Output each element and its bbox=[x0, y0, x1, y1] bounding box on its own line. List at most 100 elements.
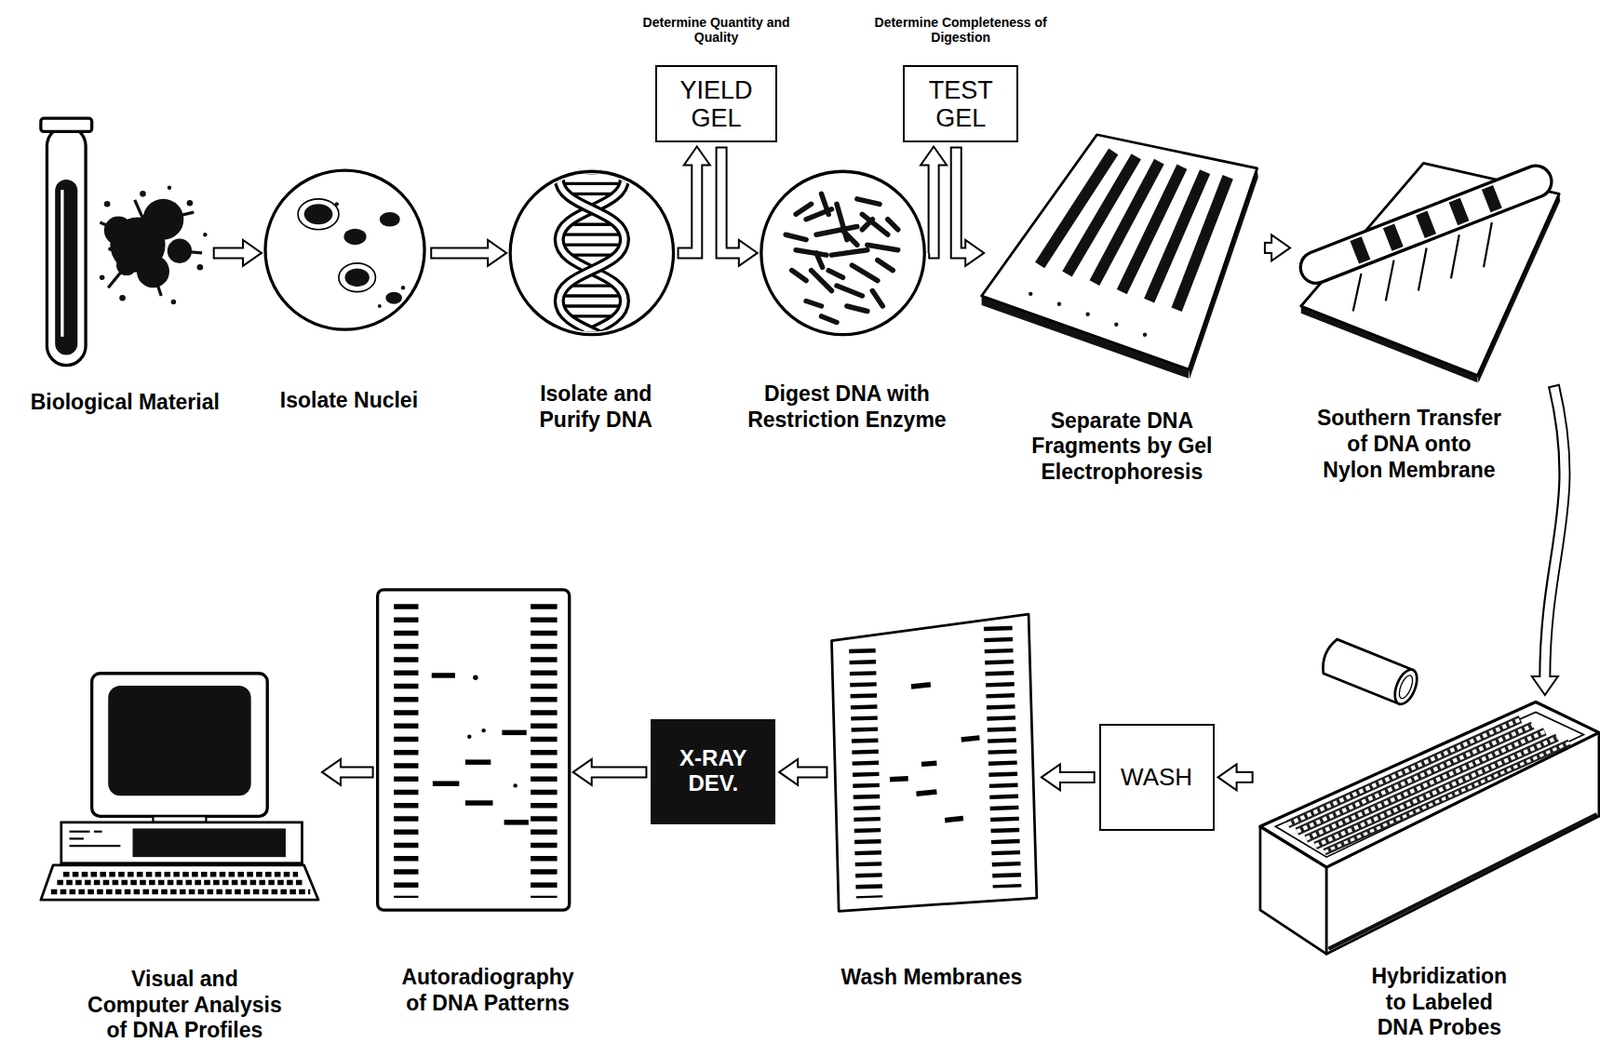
dna-circle bbox=[568, 345, 616, 349]
digest-circle bbox=[847, 306, 868, 311]
washed-membrane bbox=[944, 818, 964, 821]
digest-circle bbox=[872, 291, 883, 307]
washed-membrane bbox=[915, 792, 937, 794]
stage-caption: Digest DNA with Restriction Enzyme bbox=[744, 381, 950, 433]
computer bbox=[40, 673, 319, 901]
gel-slab bbox=[1149, 172, 1206, 302]
blood-stain bbox=[99, 275, 105, 281]
block-arrow bbox=[677, 146, 711, 253]
stage-caption: Hybridization to Labeled DNA Probes bbox=[1364, 964, 1514, 1042]
nuclei-circle bbox=[265, 170, 425, 330]
nuclei-circle bbox=[377, 304, 382, 309]
box-label: WASH bbox=[1110, 764, 1204, 792]
digest-circle bbox=[792, 270, 807, 282]
block-arrow bbox=[955, 146, 984, 266]
computer bbox=[69, 837, 84, 840]
digest-circle bbox=[806, 301, 821, 307]
arrow-fill bbox=[929, 161, 934, 253]
nuclei-circle bbox=[338, 263, 376, 293]
transfer-membrane bbox=[1421, 213, 1431, 237]
autoradiograph-film bbox=[377, 590, 570, 911]
digest-circle bbox=[831, 250, 867, 256]
block-arrow bbox=[430, 240, 507, 267]
arrow-fill bbox=[793, 767, 826, 777]
test-tube bbox=[54, 179, 78, 356]
block-arrow bbox=[779, 759, 828, 786]
blood-stain bbox=[167, 186, 172, 190]
hybridization-tray bbox=[1315, 738, 1558, 847]
arrow-fill bbox=[955, 147, 969, 253]
arrow-fill bbox=[431, 248, 492, 257]
digest-circle bbox=[821, 316, 837, 323]
stage-caption: Separate DNA Fragments by Gel Electropho… bbox=[1023, 408, 1220, 486]
washed-membrane bbox=[961, 738, 981, 740]
block-arrow bbox=[573, 759, 648, 786]
dna-circle bbox=[510, 117, 673, 424]
stage-caption: Isolate and Purify DNA bbox=[525, 381, 666, 433]
stage-caption: Visual and Computer Analysis of DNA Prof… bbox=[81, 967, 287, 1045]
autoradiograph-film bbox=[512, 783, 517, 788]
transfer-membrane bbox=[1353, 273, 1362, 312]
computer bbox=[51, 874, 310, 893]
transfer-membrane bbox=[1451, 234, 1460, 279]
digest-circle bbox=[861, 219, 873, 230]
test-tube bbox=[40, 118, 93, 365]
blood-stain bbox=[99, 200, 202, 296]
washed-membrane bbox=[831, 614, 1036, 912]
test-gel-box: Determine Completeness of DigestionTEST … bbox=[902, 65, 1019, 143]
computer bbox=[69, 831, 91, 834]
dna-circle bbox=[560, 294, 624, 297]
transfer-membrane bbox=[1483, 222, 1493, 268]
hybridization-tray bbox=[1324, 742, 1570, 852]
autoradiograph-film bbox=[432, 780, 460, 786]
transfer-membrane bbox=[1385, 260, 1395, 302]
autoradiograph-film bbox=[465, 800, 494, 806]
hybridization-tray bbox=[1305, 731, 1546, 839]
test-tube bbox=[46, 126, 86, 366]
xray-box: X-RAY DEV. bbox=[650, 719, 776, 825]
autoradiograph-film bbox=[465, 759, 491, 765]
dna-circle bbox=[568, 161, 616, 165]
block-arrow bbox=[1041, 764, 1096, 791]
dna-circle bbox=[559, 117, 625, 424]
computer bbox=[92, 673, 269, 818]
autoradiograph-film bbox=[431, 675, 529, 823]
box-label: YIELD GEL bbox=[670, 76, 764, 133]
blood-stain bbox=[197, 264, 204, 271]
wash-box: WASH bbox=[1099, 724, 1215, 832]
nuclei-stage: Isolate Nuclei bbox=[265, 170, 427, 332]
digest-circle bbox=[785, 234, 807, 240]
computer bbox=[94, 831, 103, 834]
digest-circle bbox=[795, 203, 811, 215]
arrow-fill bbox=[588, 767, 646, 777]
dna-circle bbox=[560, 172, 624, 175]
hybridization-tray bbox=[1324, 742, 1570, 852]
digest-circle bbox=[816, 253, 823, 268]
autoradiograph-film bbox=[467, 735, 471, 740]
probe-vial bbox=[1396, 673, 1415, 701]
digest-circle bbox=[761, 171, 925, 335]
block-arrow bbox=[920, 146, 947, 253]
probe-vial bbox=[1318, 637, 1422, 708]
digest-circle bbox=[861, 214, 888, 235]
digest-circle bbox=[857, 199, 880, 204]
computer bbox=[61, 822, 303, 864]
blood-stain bbox=[171, 299, 176, 305]
gel-slab bbox=[981, 134, 1259, 379]
nuclei-circle bbox=[304, 203, 334, 225]
transfer-membrane bbox=[1356, 239, 1366, 263]
hybridization-tray bbox=[1260, 701, 1600, 955]
washed-membrane bbox=[861, 648, 870, 899]
arrow-fill bbox=[1056, 773, 1094, 782]
autoradiograph-film bbox=[504, 820, 529, 825]
washed-membrane bbox=[889, 779, 909, 780]
computer bbox=[69, 845, 122, 848]
gel-slab bbox=[1142, 332, 1147, 337]
test-tube bbox=[60, 189, 64, 337]
stage-caption: Isolate Nuclei bbox=[280, 388, 418, 415]
nuclei-circle bbox=[345, 268, 370, 287]
washed-membrane bbox=[831, 614, 1036, 912]
digest-circle bbox=[816, 226, 858, 235]
hybridization-tray bbox=[1288, 719, 1571, 853]
